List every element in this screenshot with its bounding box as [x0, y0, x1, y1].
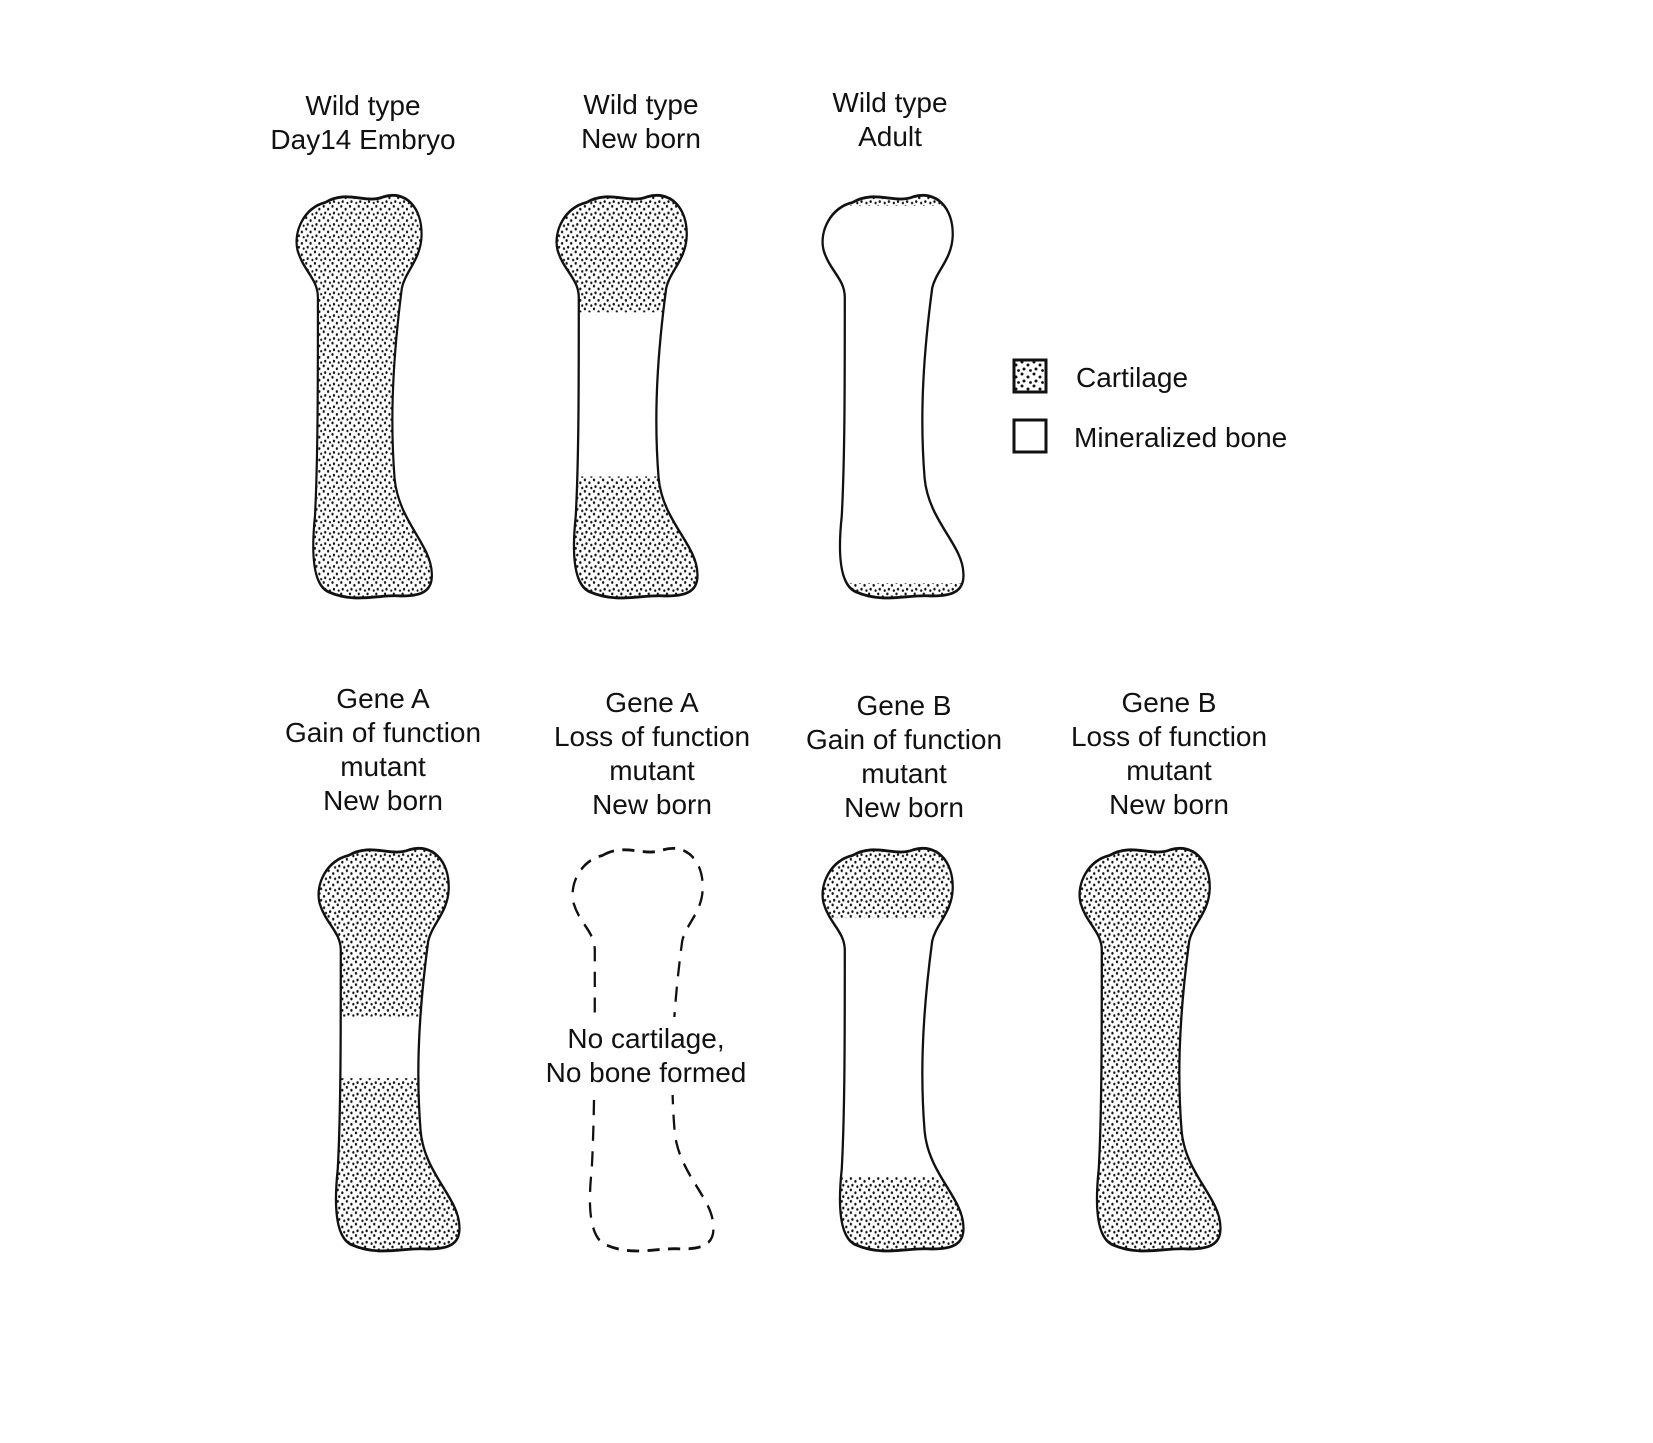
- legend: Cartilage Mineralized bone: [1012, 358, 1287, 454]
- label-wt-newborn-line-2: New born: [581, 123, 701, 154]
- label-gene-b-loss-line-2: Loss of function: [1071, 721, 1267, 752]
- label-gene-a-loss-line-1: Gene A: [605, 687, 699, 718]
- label-gene-a-loss-line-2: Loss of function: [554, 721, 750, 752]
- bone-wt-embryo: [295, 193, 434, 600]
- bone-wt-adult-cartilage-top: [822, 195, 964, 206]
- bone-wt-newborn-cartilage-top: [556, 195, 698, 313]
- label-wt-newborn: Wild type New born: [581, 89, 701, 154]
- label-wt-embryo-line-2: Day14 Embryo: [270, 124, 455, 155]
- label-wt-adult: Wild type Adult: [832, 87, 947, 152]
- label-gene-a-gain: Gene A Gain of function mutant New born: [285, 683, 481, 816]
- label-gene-b-gain-line-4: New born: [844, 792, 964, 823]
- label-gene-b-loss-line-1: Gene B: [1122, 687, 1217, 718]
- bone-gene-b-loss-cartilage-bottom: [1079, 1047, 1221, 1251]
- label-wt-adult-line-1: Wild type: [832, 87, 947, 118]
- label-gene-a-loss: Gene A Loss of function mutant New born: [554, 687, 750, 820]
- bone-gene-b-loss-cartilage-top: [1079, 848, 1221, 1050]
- bone-wt-embryo-cartilage-top: [296, 195, 432, 397]
- label-gene-b-gain-line-2: Gain of function: [806, 724, 1002, 755]
- legend-bone-swatch: [1012, 418, 1048, 454]
- bone-wt-embryo-cartilage-bottom: [296, 394, 432, 598]
- bone-gene-a-gain-cartilage-top: [318, 848, 460, 1017]
- legend-cartilage-label: Cartilage: [1076, 362, 1188, 393]
- label-gene-b-gain-line-3: mutant: [861, 758, 947, 789]
- bone-gene-a-gain: [317, 846, 461, 1253]
- label-wt-embryo-line-1: Wild type: [305, 90, 420, 121]
- legend-cartilage-swatch: [1012, 358, 1048, 394]
- bone-wt-newborn: [555, 193, 699, 600]
- label-gene-b-loss: Gene B Loss of function mutant New born: [1071, 687, 1267, 820]
- no-bone-note: No cartilage, No bone formed: [530, 1017, 762, 1095]
- label-gene-b-gain-line-1: Gene B: [857, 690, 952, 721]
- label-gene-a-gain-line-2: Gain of function: [285, 717, 481, 748]
- label-gene-a-loss-line-4: New born: [592, 789, 712, 820]
- label-gene-b-loss-line-3: mutant: [1126, 755, 1212, 786]
- no-bone-note-line-2: No bone formed: [546, 1057, 747, 1088]
- bone-gene-b-gain-cartilage-top: [822, 848, 964, 919]
- no-bone-note-line-1: No cartilage,: [567, 1023, 724, 1054]
- label-wt-adult-line-2: Adult: [858, 121, 922, 152]
- label-gene-a-gain-line-4: New born: [323, 785, 443, 816]
- label-gene-b-gain: Gene B Gain of function mutant New born: [806, 690, 1002, 823]
- legend-bone-label: Mineralized bone: [1074, 422, 1287, 453]
- bone-gene-a-gain-cartilage-bottom: [318, 1078, 460, 1251]
- label-gene-b-loss-line-4: New born: [1109, 789, 1229, 820]
- label-gene-a-gain-line-1: Gene A: [336, 683, 430, 714]
- label-gene-a-gain-line-3: mutant: [340, 751, 426, 782]
- label-wt-newborn-line-1: Wild type: [583, 89, 698, 120]
- label-wt-embryo: Wild type Day14 Embryo: [270, 90, 455, 155]
- bone-gene-b-loss: [1078, 846, 1222, 1253]
- bone-gene-b-gain: [821, 846, 965, 1253]
- label-gene-a-loss-line-3: mutant: [609, 755, 695, 786]
- bone-wt-adult: [821, 193, 965, 600]
